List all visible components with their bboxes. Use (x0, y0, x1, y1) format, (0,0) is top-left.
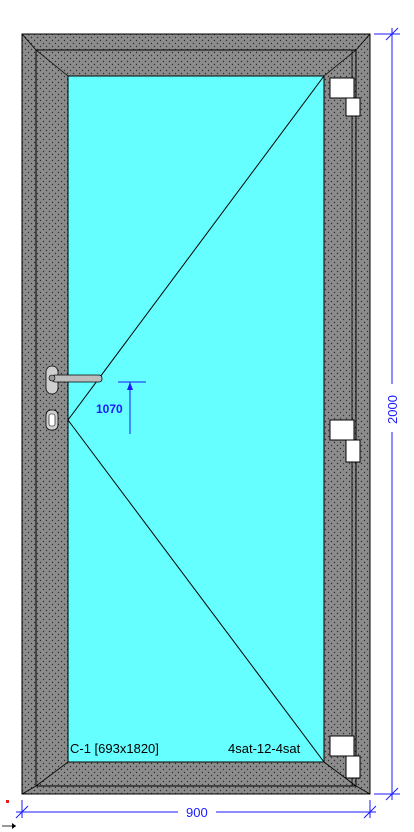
handle-height-label: 1070 (96, 402, 123, 416)
hinge-bottom (329, 735, 361, 779)
height-label: 2000 (385, 395, 400, 424)
hinge-top (329, 77, 361, 117)
height-dimension (374, 27, 400, 801)
hinge-middle (329, 419, 361, 463)
origin-marker (2, 800, 16, 829)
width-label: 900 (186, 805, 208, 820)
glass-pane (67, 75, 325, 763)
handle-height-dimension (118, 381, 146, 434)
glass-label: C-1 [693x1820] (70, 741, 159, 756)
lock-cylinder (45, 409, 59, 431)
door-handle (45, 365, 103, 395)
width-dimension (15, 800, 377, 819)
opening-direction-lines (67, 75, 325, 763)
glazing-label: 4sat-12-4sat (228, 741, 301, 756)
